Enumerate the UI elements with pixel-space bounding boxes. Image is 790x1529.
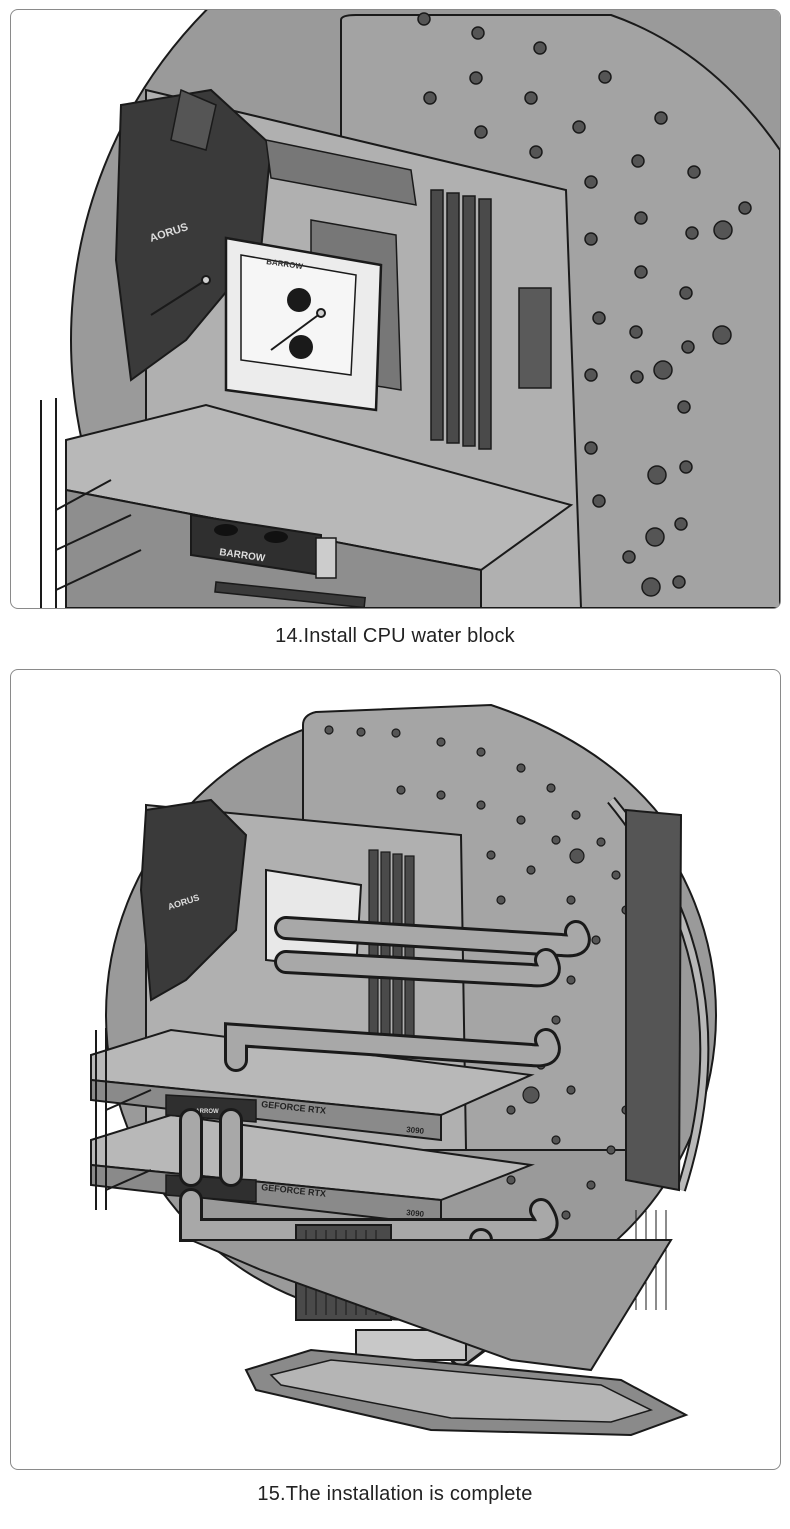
- step-14-caption: 14.Install CPU water block: [275, 625, 515, 647]
- gpu-coolant-tubes: [179, 1022, 561, 1367]
- step-15-caption: 15.The installation is complete: [257, 1483, 533, 1505]
- gpu-2-model-label: 3090: [406, 1208, 425, 1219]
- plate-holes: [417, 12, 752, 597]
- pcie-bracket-slots: [40, 398, 142, 608]
- stand-support: [190, 1239, 673, 1372]
- cpu-coolant-tubes: [274, 916, 591, 988]
- pcie-slot: [214, 581, 367, 608]
- gpu-1-model-label: 3090: [406, 1125, 425, 1136]
- water-block-port-top: [287, 288, 311, 312]
- io-shroud: [139, 798, 248, 1002]
- step-15-illustration: AORUS GEFORCE RTX 3090 GEFORCE RTX 3090 …: [10, 669, 781, 1470]
- io-shroud-accent: [170, 88, 217, 151]
- pcie-bracket-slots: [95, 1028, 152, 1210]
- gpu-tray: [65, 403, 574, 572]
- bridge-hole-right: [264, 531, 288, 543]
- gpu-1: [90, 1028, 535, 1117]
- completed-build-drawing: AORUS GEFORCE RTX 3090 GEFORCE RTX 3090 …: [90, 703, 717, 1437]
- bridge-brand-text: BARROW: [191, 1109, 219, 1115]
- atx-power-connector: [518, 287, 552, 389]
- case-base-top: [269, 1359, 654, 1423]
- bridge-hole-left: [214, 524, 238, 536]
- ram-modules: [430, 189, 492, 450]
- psu-bracket: [625, 808, 683, 1192]
- bridge-port: [315, 537, 337, 579]
- water-block-port-bottom: [289, 335, 313, 359]
- step-14-illustration: AORUS BARROW: [10, 9, 781, 609]
- io-shroud: [114, 88, 273, 382]
- cpu-block-install-drawing: AORUS BARROW: [40, 10, 780, 608]
- water-block-top-plate: [240, 254, 357, 376]
